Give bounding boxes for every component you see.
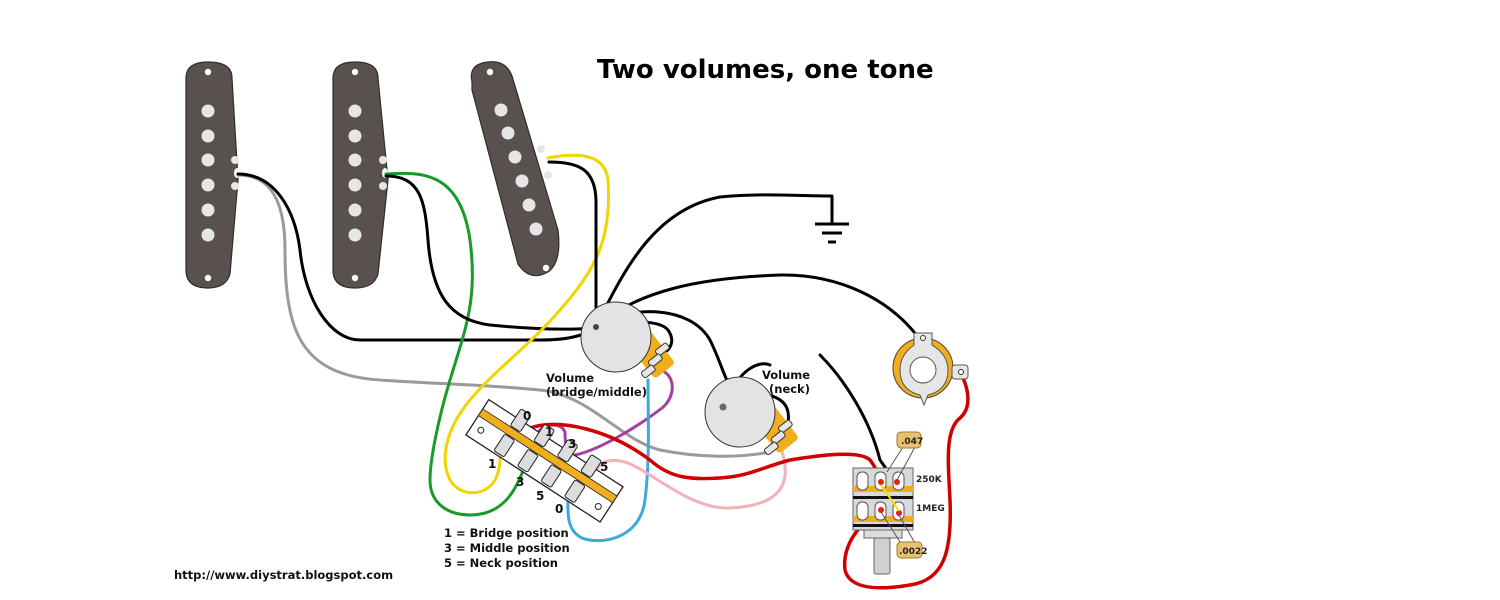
neck-pickup-ground-wire xyxy=(547,160,598,328)
switch-to-tone-wire xyxy=(528,422,883,490)
neck-pickup-hot-wire xyxy=(443,153,611,495)
volume1-output-wire xyxy=(566,378,650,543)
switch-lug-label-bottom-0: 0 xyxy=(555,502,563,516)
switch-lug-label-top-0: 0 xyxy=(523,409,531,423)
switch-lug-label-bottom-1: 1 xyxy=(488,457,496,471)
tone-pot-stacked xyxy=(852,467,914,575)
capacitor-047 xyxy=(896,431,922,449)
bridge-pickup-ground-wire xyxy=(236,172,597,342)
volume1-label-line2: (bridge/middle) xyxy=(546,385,647,399)
tone-pot-upper-value: 250K xyxy=(916,475,943,485)
tone-pot-lower-value: 1MEG xyxy=(916,504,945,514)
capacitor-upper-value: .047 xyxy=(901,437,923,447)
tone-ground-wire xyxy=(818,353,889,472)
capacitor-0022 xyxy=(896,541,923,559)
volume2-label-line1: Volume xyxy=(762,368,810,382)
volume1-label-line1: Volume xyxy=(546,371,594,385)
bridge-pickup xyxy=(185,61,240,289)
middle-pickup xyxy=(332,61,389,289)
ground-icon xyxy=(815,222,849,244)
capacitor-lower-value: .0022 xyxy=(899,547,927,557)
five-way-switch xyxy=(465,398,624,523)
bridge-pickup-hot-wire xyxy=(236,173,772,458)
volume-pot-bridge-middle xyxy=(580,301,674,379)
footer-url: http://www.diystrat.blogspot.com xyxy=(174,568,393,582)
middle-pickup-ground-wire xyxy=(384,174,597,331)
legend-middle-position: 3 = Middle position xyxy=(444,541,570,555)
output-jack xyxy=(892,332,969,407)
switch-lug-label-bottom-5: 5 xyxy=(536,489,544,503)
volume-pot-neck xyxy=(704,376,798,456)
middle-pickup-hot-wire xyxy=(384,171,527,517)
output-jack-wire xyxy=(843,370,970,590)
switch-lug-label-top-3: 3 xyxy=(568,437,576,451)
diagram-title: Two volumes, one tone xyxy=(597,55,934,85)
ground-bus-wire xyxy=(594,193,834,328)
volume1-to-switch-wire xyxy=(535,367,674,457)
volume2-to-switch-wire xyxy=(596,438,787,510)
jack-ground-wire xyxy=(594,273,920,339)
volume2-label-line2: (neck) xyxy=(769,382,810,396)
switch-lug-label-bottom-3: 3 xyxy=(516,475,524,489)
legend-bridge-position: 1 = Bridge position xyxy=(444,526,569,540)
switch-lug-label-top-1: 1 xyxy=(545,425,553,439)
legend-neck-position: 5 = Neck position xyxy=(444,556,558,570)
neck-pickup xyxy=(470,61,560,277)
switch-lug-label-top-5: 5 xyxy=(600,460,608,474)
